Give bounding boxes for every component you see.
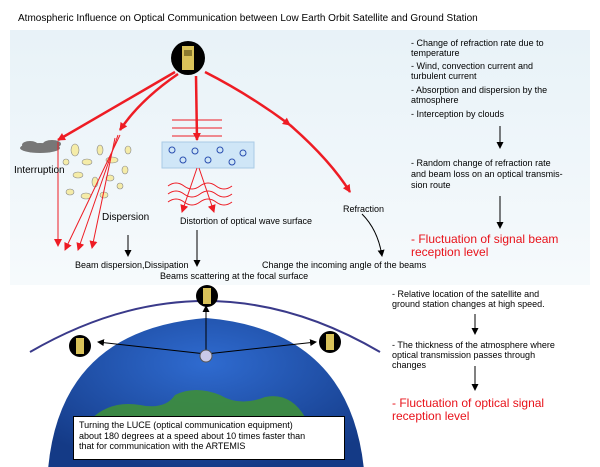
earth-center: [97, 305, 317, 355]
relative-line-1: - Relative location of the satellite and: [392, 289, 540, 299]
label-dispersion: Dispersion: [102, 212, 150, 223]
factor-4: - Interception by clouds: [411, 109, 505, 119]
lower-result-line-2: reception level: [392, 409, 470, 423]
factor-1-line-2: temperature: [411, 48, 460, 58]
satellite-icon-right: [319, 331, 341, 353]
note-line-2: about 180 degrees at a speed about 10 ti…: [79, 430, 306, 441]
scatter-rays: [54, 134, 121, 251]
label-change-angle: Change the incoming angle of the beams: [262, 260, 427, 270]
random-change-line-3: sion route: [411, 180, 451, 190]
satellite-icon-top: [196, 285, 218, 307]
upper-result-line-1: - Fluctuation of signal beam: [411, 232, 559, 246]
red-arrows: [57, 70, 352, 193]
particles: [62, 143, 132, 200]
note-line-3: that for communication with the ARTEMIS: [79, 441, 246, 451]
upper-result-line-2: reception level: [411, 245, 489, 259]
cloud-icon: [20, 140, 61, 153]
label-beams-scattering: Beams scattering at the focal surface: [160, 271, 309, 281]
thickness-line-2: optical transmission passes through: [392, 350, 536, 360]
thickness-line-1: - The thickness of the atmosphere where: [392, 340, 555, 350]
ground-station: [199, 349, 213, 363]
diagram-title: Atmospheric Influence on Optical Communi…: [18, 13, 478, 24]
note-line-1: Turning the LUCE (optical communication …: [79, 420, 293, 430]
satellite-icon: [171, 41, 205, 75]
label-interruption: Interruption: [14, 165, 65, 176]
factor-3-line-2: atmosphere: [411, 95, 459, 105]
label-distortion: Distortion of optical wave surface: [180, 216, 313, 226]
factor-2-line-2: turbulent current: [411, 71, 477, 81]
label-beam-dispersion: Beam dispersion,Dissipation: [75, 260, 189, 270]
turbulence: [161, 119, 255, 213]
satellite-icon-left: [69, 335, 91, 357]
luce-note-box: Turning the LUCE (optical communication …: [73, 416, 345, 460]
factor-2-line-1: - Wind, convection current and: [411, 61, 534, 71]
label-refraction: Refraction: [343, 204, 385, 214]
factor-3-line-1: - Absorption and dispersion by the: [411, 85, 548, 95]
thickness-line-3: changes: [392, 360, 427, 370]
lower-result-line-1: - Fluctuation of optical signal: [392, 396, 545, 410]
random-change-line-2: and beam loss on an optical transmis-: [411, 169, 563, 179]
black-arrows: [124, 126, 504, 267]
upper-panel: [10, 30, 590, 285]
factor-1-line-1: - Change of refraction rate due to: [411, 38, 544, 48]
random-change-line-1: - Random change of refraction rate: [411, 158, 551, 168]
relative-line-2: ground station changes at high speed.: [392, 299, 545, 309]
